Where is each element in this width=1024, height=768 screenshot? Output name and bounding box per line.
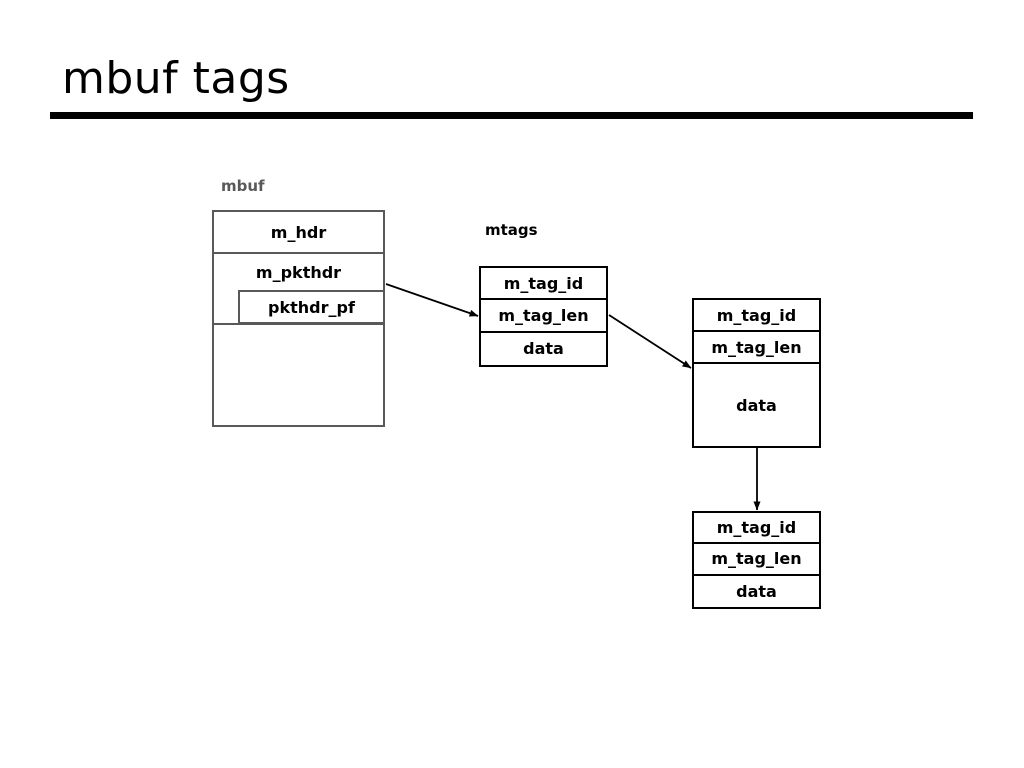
arrow-mtag1-to-mtag2	[608, 314, 692, 369]
mtag-2-field-data: data	[736, 395, 777, 415]
mtag-2-field-m-tag-len: m_tag_len	[694, 332, 819, 364]
mtag-3-field-data: data	[736, 581, 777, 601]
mtag-box-3: m_tag_id m_tag_len data	[692, 511, 821, 609]
mbuf-field-m-pkthdr: m_pkthdr	[214, 254, 383, 290]
mtag-1-field-m-tag-len: m_tag_len	[481, 300, 606, 333]
mtag-3-field-m-tag-id: m_tag_id	[694, 513, 819, 545]
label-mbuf: mbuf	[221, 177, 265, 195]
mbuf-field-body-empty	[214, 323, 383, 425]
label-mtags: mtags	[485, 221, 538, 239]
page-title: mbuf tags	[62, 53, 290, 104]
mbuf-field-m-hdr: m_hdr	[214, 212, 383, 254]
title-underline-rule	[50, 112, 973, 119]
mtag-3-field-m-tag-len: m_tag_len	[694, 544, 819, 576]
mbuf-struct-box: m_hdr m_pkthdr pkthdr_pf	[212, 210, 385, 427]
mtag-2-field-m-tag-id: m_tag_id	[694, 300, 819, 332]
mbuf-field-pkthdr-pf: pkthdr_pf	[238, 290, 383, 324]
mtag-1-field-data: data	[523, 339, 564, 359]
arrow-mbuf-to-mtag1	[385, 283, 479, 317]
mtag-1-field-m-tag-id: m_tag_id	[481, 268, 606, 301]
mtag-box-1: m_tag_id m_tag_len data	[479, 266, 608, 367]
mtag-box-2: m_tag_id m_tag_len data	[692, 298, 821, 448]
